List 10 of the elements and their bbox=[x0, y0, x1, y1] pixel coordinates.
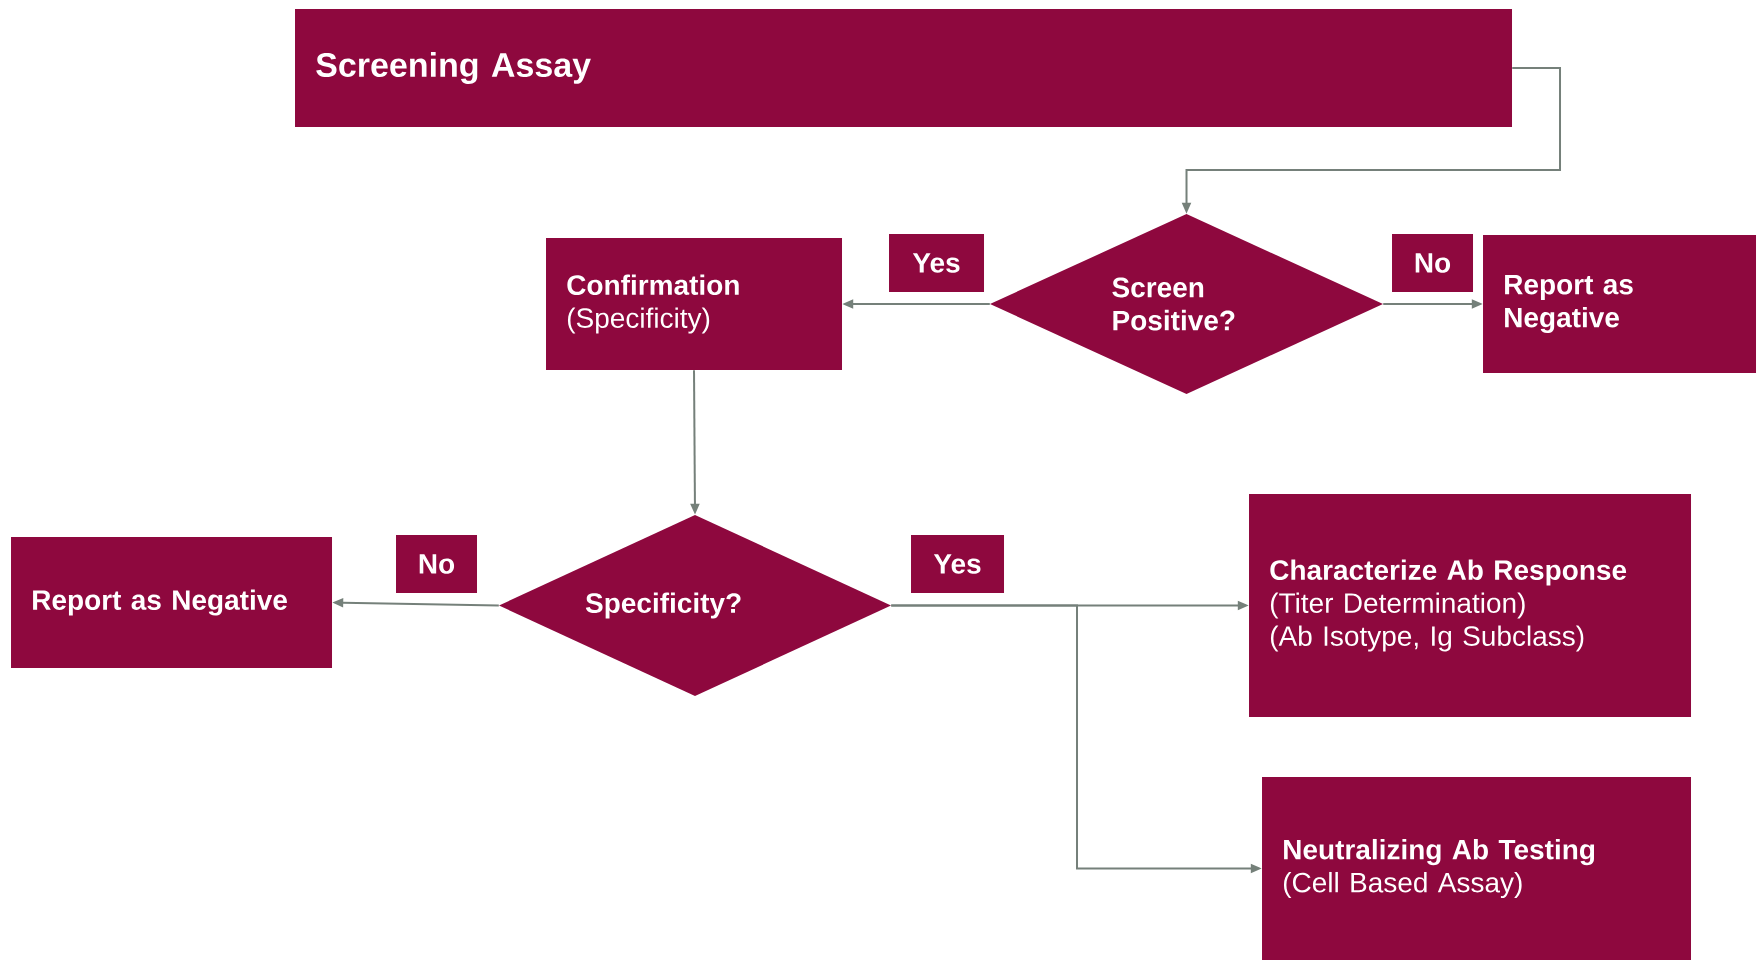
process-box: Report as Negative bbox=[1483, 235, 1756, 373]
answer-tag: No bbox=[396, 535, 477, 593]
answer-tag: Yes bbox=[911, 535, 1004, 593]
process-box: Characterize Ab Response (Titer Determination) (Ab Isotype, Ig Subclass) bbox=[1249, 494, 1691, 717]
process-box: Neutralizing Ab Testing (Cell Based Assay) bbox=[1262, 777, 1691, 960]
process-box: Confirmation (Specificity) bbox=[546, 238, 842, 370]
answer-tag: Yes bbox=[889, 234, 984, 292]
process-box: Screening Assay bbox=[295, 9, 1512, 127]
answer-tag: No bbox=[1392, 234, 1473, 292]
process-box: Report as Negative bbox=[11, 537, 332, 668]
